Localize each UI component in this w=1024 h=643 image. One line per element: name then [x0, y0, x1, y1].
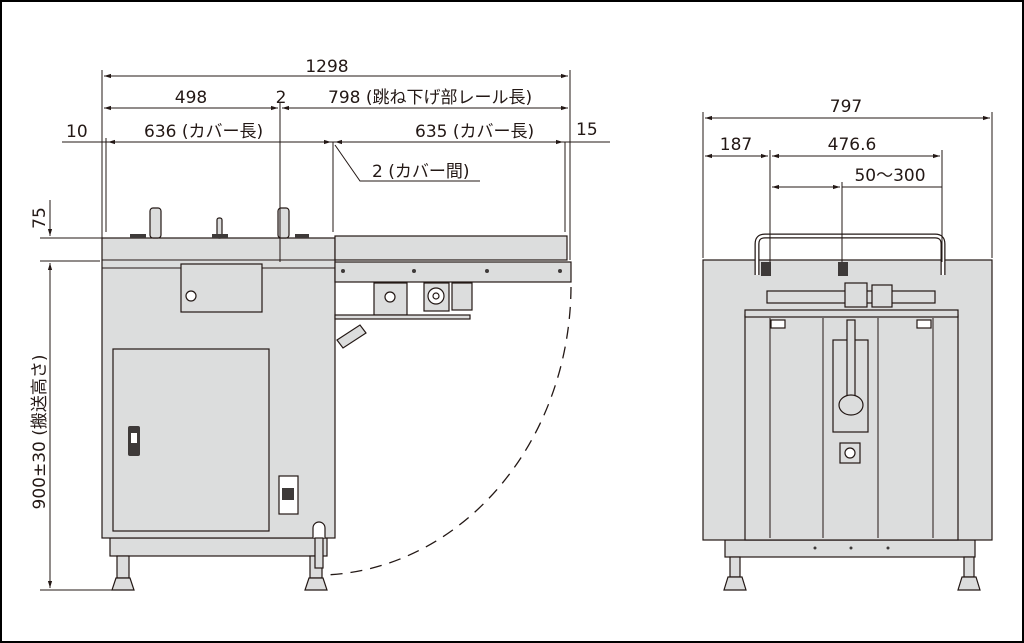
rail-clamp [838, 262, 848, 276]
dim-right-margin: 15 [576, 120, 598, 140]
access-panel [180, 263, 263, 313]
dim-left-section: 498 [175, 88, 207, 108]
dim-left-margin: 10 [66, 122, 88, 142]
front-view-machine [702, 233, 993, 591]
base-plinth [109, 537, 328, 557]
side-view-machine [101, 207, 572, 591]
dim-adjust-range: 50～300 [854, 166, 925, 186]
dim-right-cover: 635 (カバー長) [415, 122, 534, 142]
dim-rail-width: 476.6 [828, 135, 877, 155]
dim-gap-top: 2 [276, 88, 287, 108]
top-plate [744, 309, 959, 318]
rail-frame [334, 261, 572, 283]
dim-right-section: 798 (跳ね下げ部レール長) [328, 88, 532, 108]
dim-total-width: 797 [830, 97, 862, 117]
fold-down-rail [334, 235, 568, 261]
dim-conveyor-height: 900±30 (搬送高さ) [30, 355, 50, 510]
leveling-foot [111, 555, 135, 591]
side-view-dimensions: 1298 498 2 798 (跳ね下げ部レール長) 10 636 (カバー長)… [30, 57, 610, 591]
pipe-fitting [312, 521, 326, 538]
stopper-post [277, 207, 290, 239]
dim-total-length: 1298 [305, 57, 348, 77]
dim-cover-gap: 2 (カバー間) [372, 162, 469, 182]
hinge-cylinder [336, 324, 367, 349]
leveling-foot [723, 556, 747, 591]
stopper-post [149, 207, 162, 239]
leveling-foot [957, 556, 981, 591]
dim-left-offset: 187 [720, 135, 752, 155]
rail-clamp [761, 262, 771, 276]
front-view-dimensions: 797 187 476.6 50～300 [702, 97, 993, 262]
dim-left-cover: 636 (カバー長) [144, 122, 263, 142]
dim-top-height: 75 [30, 207, 50, 229]
swing-arc [324, 286, 572, 576]
